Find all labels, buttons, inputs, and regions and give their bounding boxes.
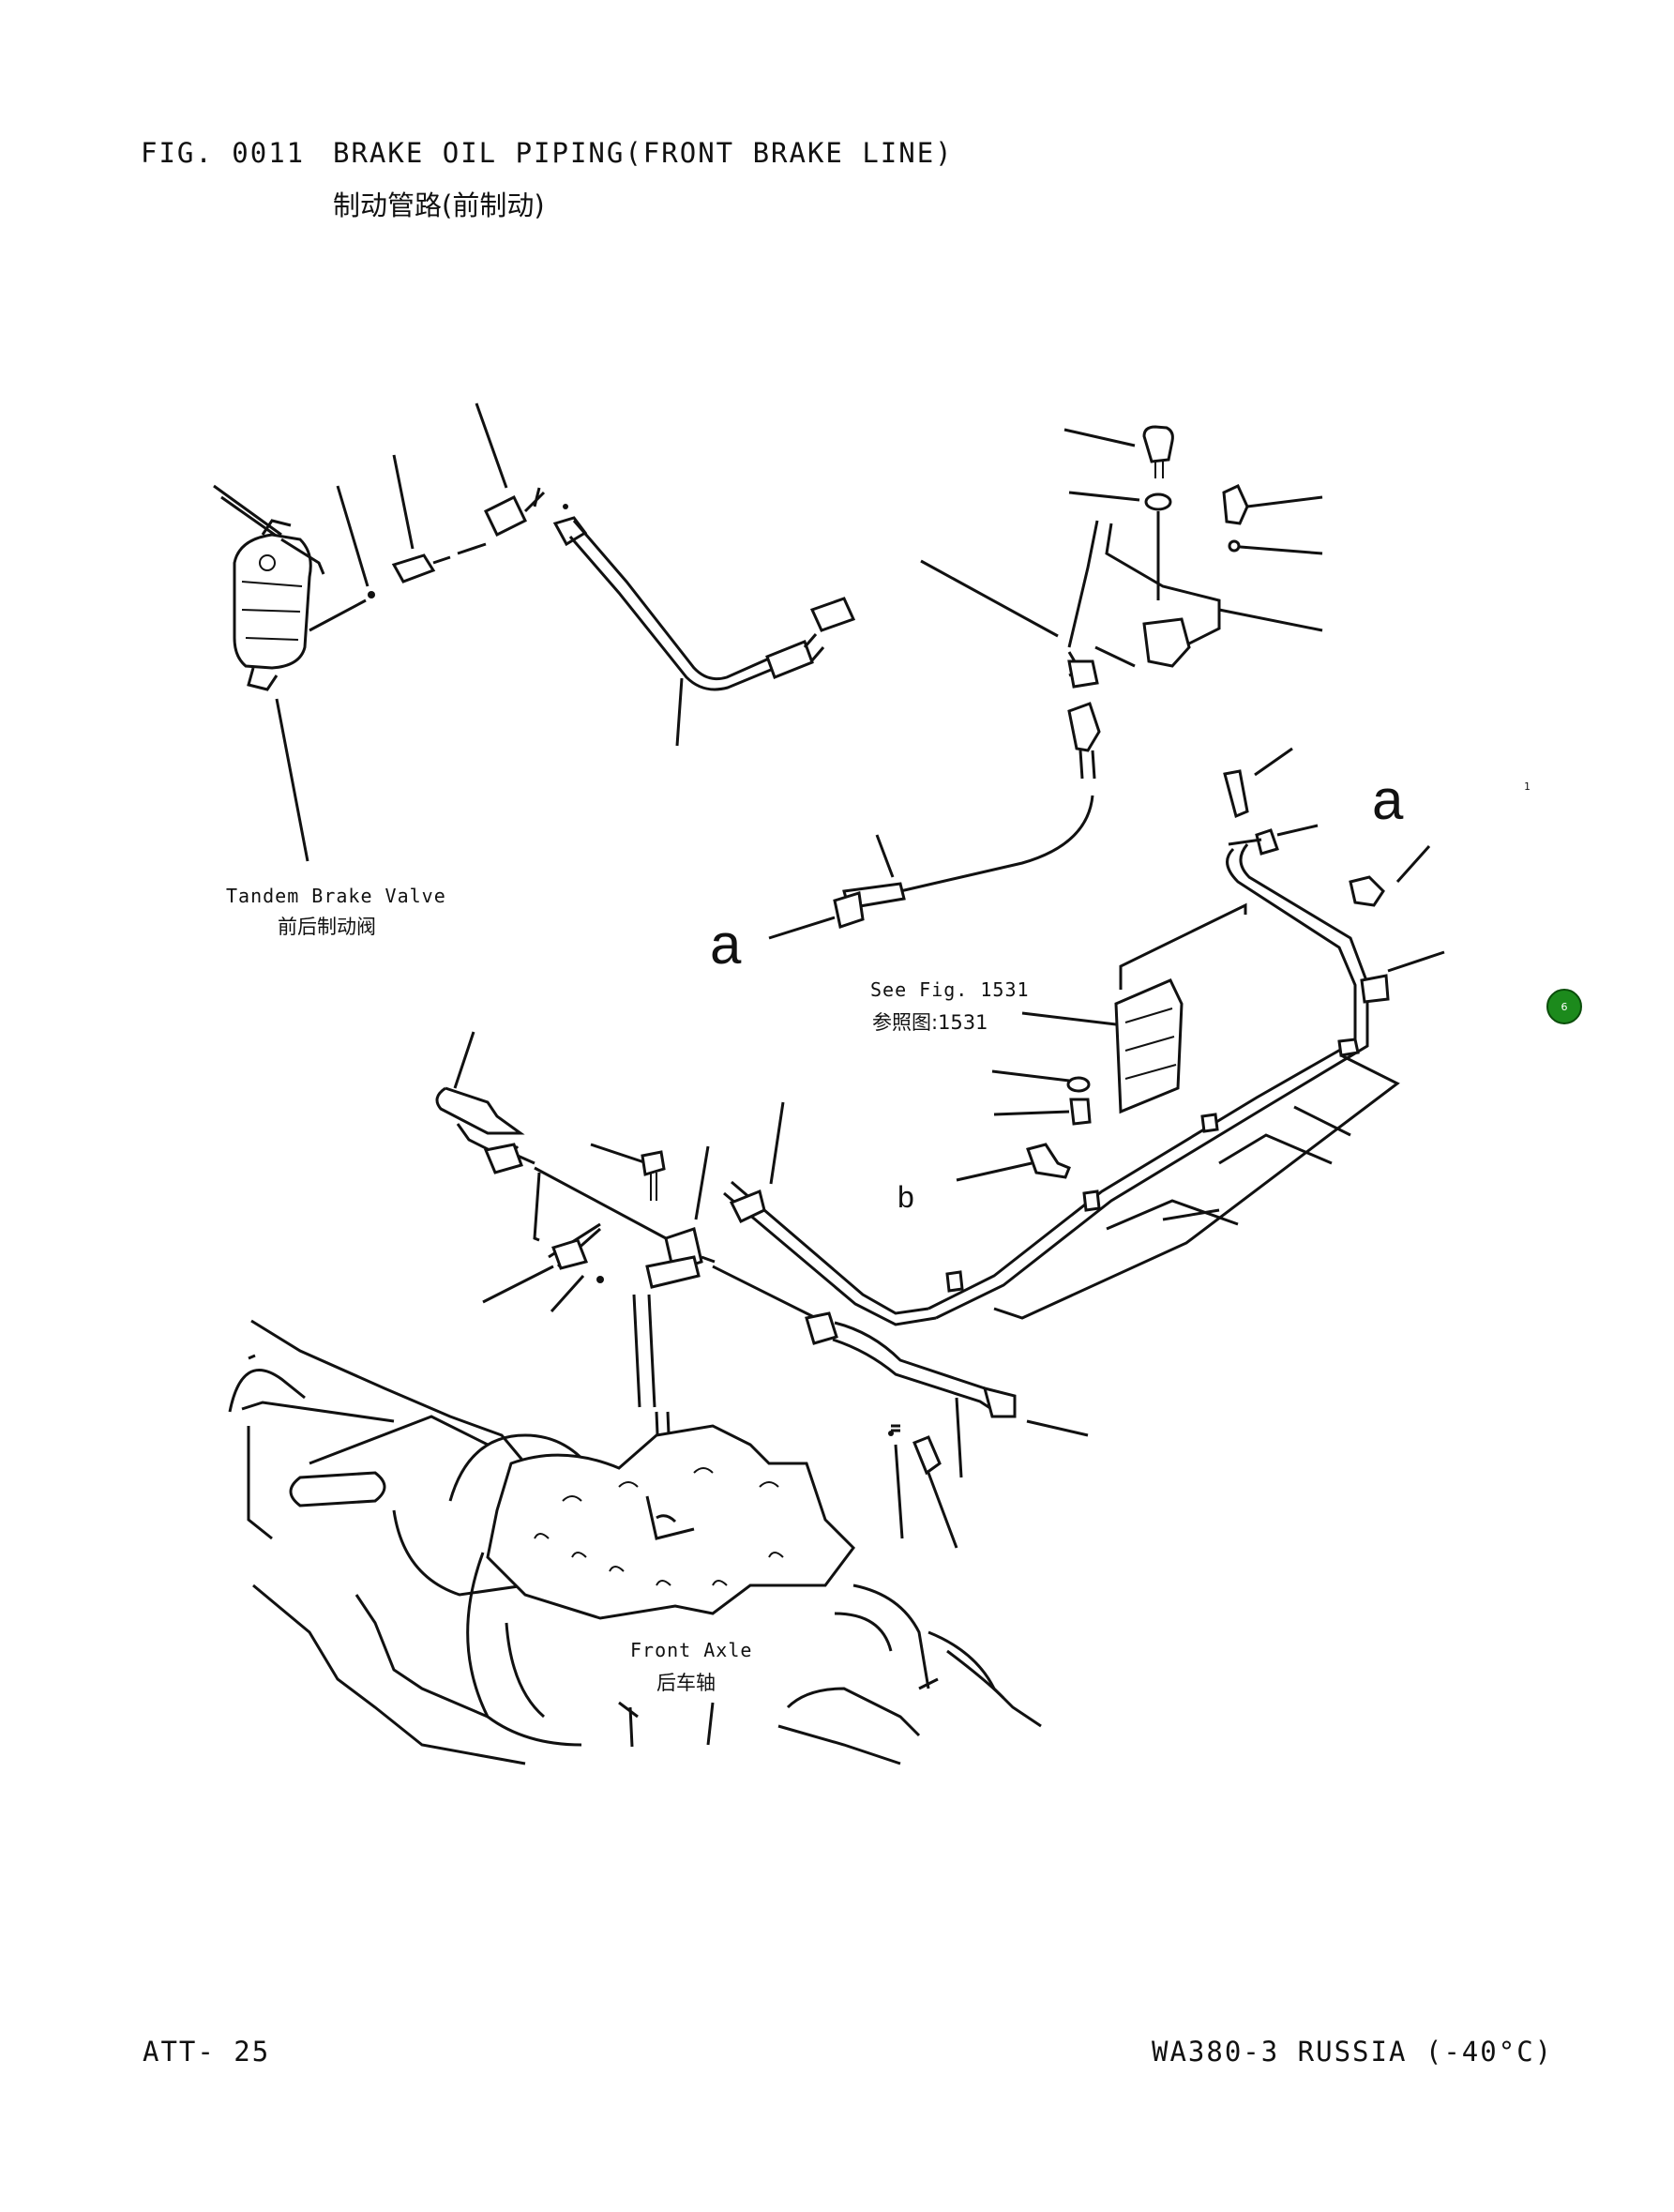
reference-b: b [897,1180,914,1214]
tandem-brake-valve-label-chinese: 前后制动阀 [278,916,376,938]
reference-a-right: a [1372,768,1404,831]
figure-number: FIG. 0011 [141,137,306,169]
callout-marker[interactable]: 6 [1546,989,1582,1024]
see-fig-label-chinese: 参照图:1531 [872,1011,988,1034]
see-fig-label: See Fig. 1531 [870,978,1030,1001]
small-mark: 1 [1524,780,1531,793]
footer-page-ref: ATT- 25 [143,2036,271,2068]
tandem-brake-valve-drawing [213,484,367,691]
tandem-brake-valve-label: Tandem Brake Valve [226,885,446,907]
footer-model: WA380-3 RUSSIA (-40°C) [1152,2036,1554,2068]
front-axle-label-chinese: 后车轴 [656,1672,716,1694]
front-axle-label: Front Axle [630,1639,753,1661]
figure-title-chinese: 制动管路(前制动) [333,189,545,221]
reference-a-left: a [710,913,742,976]
figure-title: BRAKE OIL PIPING(FRONT BRAKE LINE) [333,137,954,169]
